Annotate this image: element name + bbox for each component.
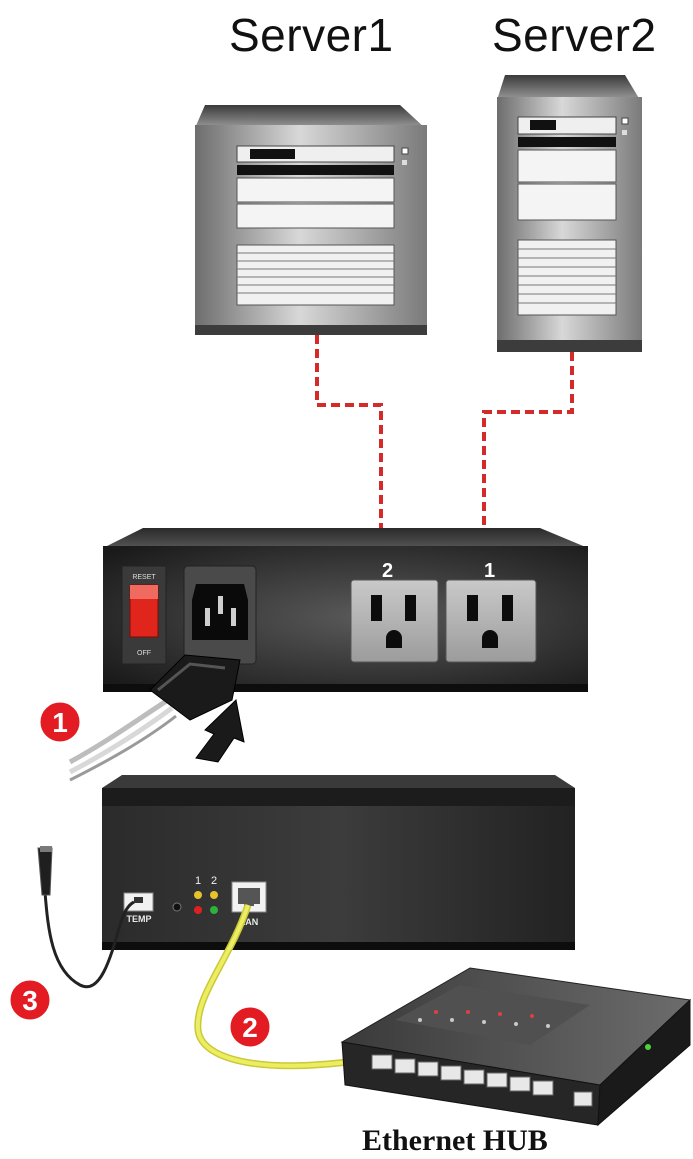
temp-sensor (37, 846, 135, 989)
led-label-1: 1 (195, 875, 201, 887)
temp-sensor-probe (37, 847, 53, 896)
lan-label: LAN (240, 917, 259, 927)
led-1-red (194, 906, 202, 914)
controller-unit: TEMP 1 2 LAN (102, 775, 575, 950)
hub-side (597, 998, 691, 1127)
insert-arrow-icon (195, 698, 245, 763)
controller-face (102, 806, 575, 946)
server2-power-cable (482, 352, 574, 575)
temp-sensor-cable (43, 891, 135, 989)
outlet-2-number: 2 (382, 560, 393, 582)
outlet-2 (350, 579, 439, 663)
hub-label: Ethernet HUB (362, 1124, 548, 1157)
server2-label: Server2 (492, 9, 657, 61)
reset-pinhole (172, 902, 182, 912)
server1-vent (236, 244, 395, 306)
hub-ports (371, 1054, 593, 1107)
outlet-1 (445, 579, 537, 663)
server1-drive-slot (250, 149, 295, 159)
server1-top (195, 105, 425, 128)
svg-text:3: 3 (22, 985, 38, 1016)
step-badge-2: 2 (227, 1004, 273, 1050)
svg-text:2: 2 (242, 1012, 258, 1043)
step-badge-1: 1 (37, 699, 83, 745)
led-2-amber (210, 891, 218, 899)
hub-power-led (645, 1044, 651, 1050)
power-plug (149, 654, 241, 721)
power-cord (68, 654, 241, 782)
step-badge-3: 3 (7, 977, 53, 1023)
controller-top (102, 788, 575, 808)
outlet-1-number: 1 (484, 560, 495, 582)
server2-base (497, 340, 642, 352)
server2-vent (517, 239, 617, 316)
server1-label: Server1 (229, 9, 394, 61)
server2-drive-slot (530, 120, 556, 130)
led-2-green (210, 906, 218, 914)
temp-label: TEMP (126, 914, 151, 924)
hub-status-leds (418, 1010, 651, 1050)
pdu-switch-top-label: RESET (132, 574, 156, 581)
server1-base (195, 325, 427, 335)
ethernet-hub (340, 967, 692, 1127)
pdu-top (103, 528, 588, 548)
svg-text:1: 1 (52, 707, 68, 738)
server1 (195, 105, 427, 335)
pdu-switch-bottom-label: OFF (137, 650, 151, 657)
server2 (497, 75, 642, 352)
power-cables (315, 335, 574, 575)
server2-top (497, 75, 640, 100)
pdu-unit: RESET OFF 2 (103, 528, 588, 692)
led-label-2: 2 (211, 875, 217, 887)
led-1-amber (194, 891, 202, 899)
server1-power-cable (315, 335, 383, 575)
